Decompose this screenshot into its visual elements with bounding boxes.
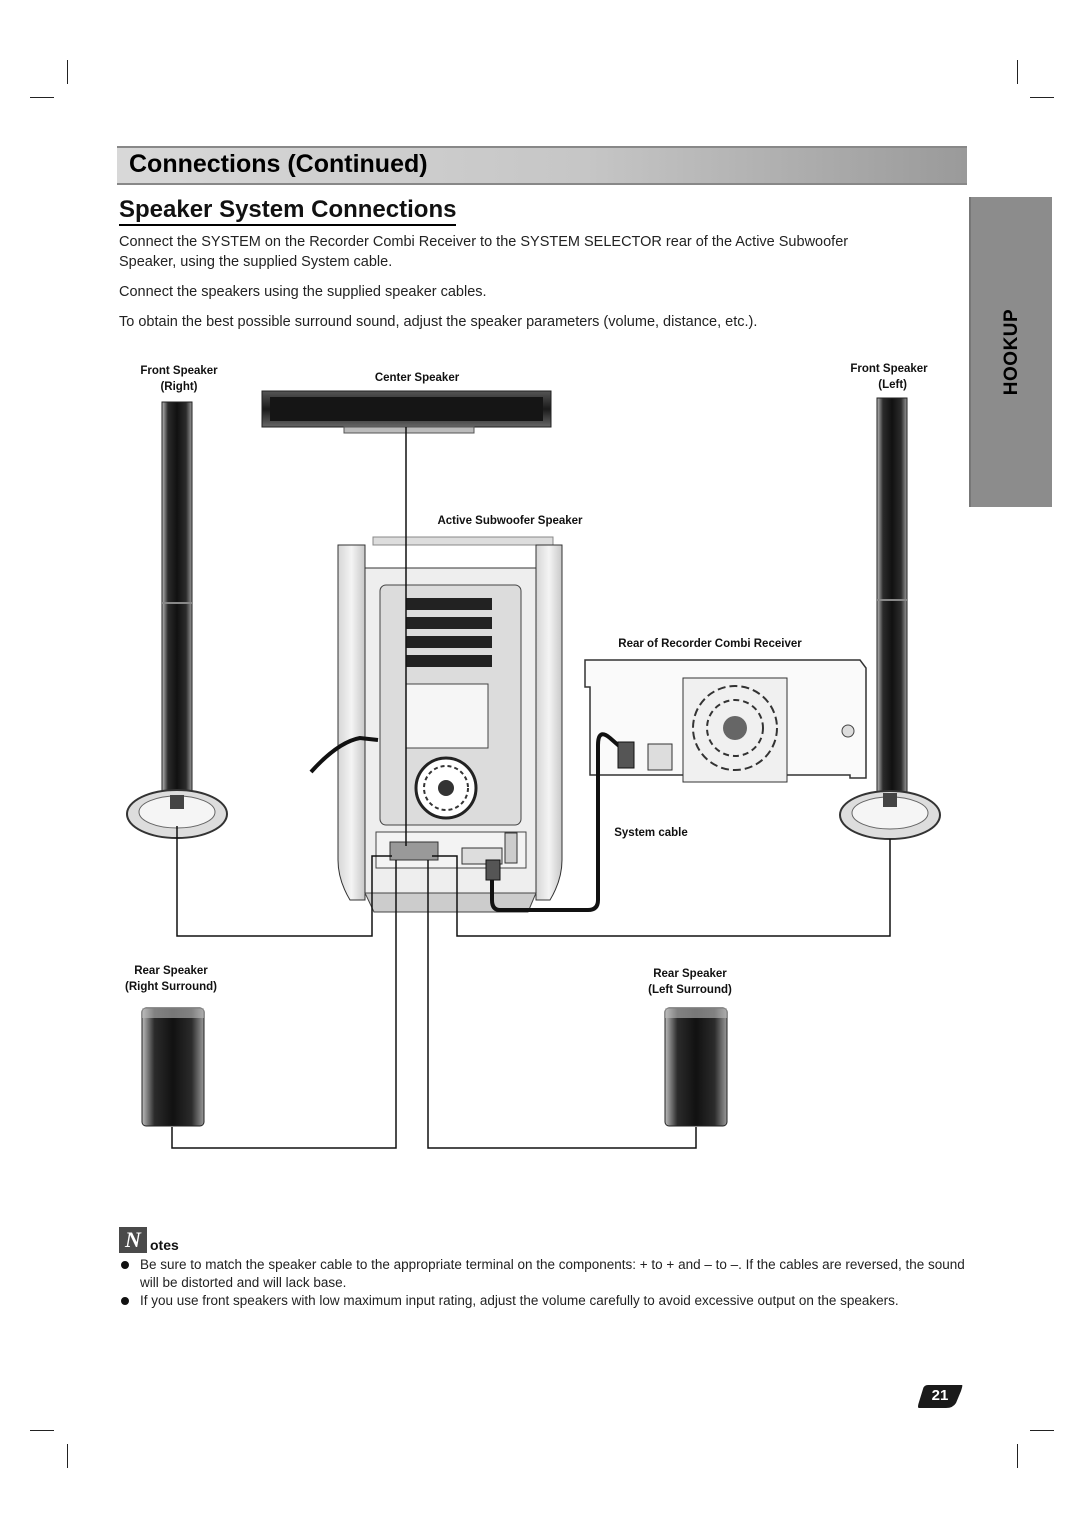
- crop-mark: [67, 60, 68, 84]
- front-speaker-left-label-line2: (Left): [878, 379, 907, 391]
- rear-speaker-left-label: Rear Speaker (Left Surround): [632, 966, 748, 998]
- speaker-wires: [171, 427, 891, 1149]
- front-speaker-right-label-line2: (Right): [160, 381, 198, 393]
- note-item: If you use front speakers with low maxim…: [119, 1292, 969, 1310]
- subwoofer-graphic: [337, 536, 563, 913]
- front-speaker-right-label: Front Speaker (Right): [125, 363, 233, 395]
- bullet-icon: [121, 1261, 129, 1269]
- power-cord: [309, 735, 379, 774]
- crop-mark: [1017, 60, 1018, 84]
- notes-list: Be sure to match the speaker cable to th…: [119, 1256, 969, 1310]
- front-speaker-right-graphic: [126, 401, 228, 839]
- crop-mark: [30, 1430, 54, 1431]
- front-speaker-right-label-line1: Front Speaker: [140, 365, 218, 377]
- front-speaker-left-label: Front Speaker (Left): [835, 361, 943, 393]
- rear-speaker-right-label-line1: Rear Speaker: [134, 965, 208, 977]
- center-speaker-graphic: [261, 390, 552, 434]
- system-cable: [490, 732, 628, 912]
- note-text: Be sure to match the speaker cable to th…: [140, 1257, 965, 1290]
- bullet-icon: [121, 1297, 129, 1305]
- crop-mark: [30, 97, 54, 98]
- intro-paragraph: Connect the SYSTEM on the Recorder Combi…: [119, 234, 849, 270]
- rear-speaker-right-label: Rear Speaker (Right Surround): [110, 963, 232, 995]
- receiver-label: Rear of Recorder Combi Receiver: [618, 638, 802, 650]
- rear-speaker-left-label-line1: Rear Speaker: [653, 968, 727, 980]
- center-speaker-label: Center Speaker: [374, 372, 460, 384]
- hookup-side-tab: HOOKUP: [969, 197, 1052, 507]
- system-cable-label: System cable: [614, 827, 688, 839]
- front-speaker-left-graphic: [839, 397, 941, 840]
- page-number: 21: [931, 1387, 949, 1404]
- page-number-badge: 21: [916, 1383, 964, 1409]
- page-badge-shape: [918, 1385, 963, 1408]
- crop-mark: [1017, 1444, 1018, 1468]
- section-header-bar: Connections (Continued): [117, 146, 967, 185]
- subsection-title: Speaker System Connections: [119, 196, 457, 226]
- crop-mark: [1030, 97, 1054, 98]
- rear-speaker-right-label-line2: (Right Surround): [125, 981, 217, 993]
- note-text: If you use front speakers with low maxim…: [140, 1293, 899, 1308]
- rear-speaker-right-graphic: [141, 1007, 205, 1127]
- rear-speaker-left-label-line2: (Left Surround): [648, 984, 732, 996]
- receiver-rear-graphic: [584, 659, 867, 783]
- section-title: Connections (Continued): [129, 150, 428, 178]
- surround-paragraph: To obtain the best possible surround sou…: [119, 314, 758, 330]
- rear-speaker-left-graphic: [664, 1007, 728, 1127]
- notes-n-icon: N: [119, 1227, 147, 1253]
- subwoofer-label: Active Subwoofer Speaker: [437, 515, 583, 527]
- front-speaker-left-label-line1: Front Speaker: [850, 363, 928, 375]
- crop-mark: [1030, 1430, 1054, 1431]
- notes-label: otes: [150, 1237, 179, 1253]
- speaker-cable-paragraph: Connect the speakers using the supplied …: [119, 284, 487, 300]
- note-item: Be sure to match the speaker cable to th…: [119, 1256, 969, 1292]
- crop-mark: [67, 1444, 68, 1468]
